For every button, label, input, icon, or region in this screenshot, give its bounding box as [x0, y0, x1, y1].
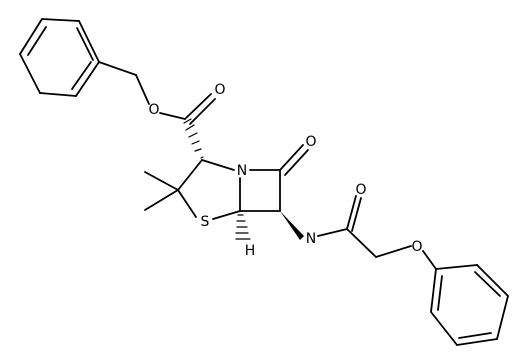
amide-nitrogen-label: N	[306, 231, 316, 247]
phenoxyacetyl-chain	[317, 195, 437, 270]
atom-labels: O O N O S H N O O	[148, 82, 422, 259]
ester-carbonyl-oxygen-label: O	[214, 82, 225, 98]
lactam-oxygen-label: O	[305, 134, 316, 150]
ester-oxygen-label: O	[148, 102, 159, 118]
bridgehead-hashed-bond	[235, 214, 251, 240]
ester-group	[98, 61, 216, 125]
ring-sulfur-label: S	[201, 214, 210, 230]
benzyl-phenyl-ring	[19, 18, 100, 97]
ring-nitrogen-label: N	[237, 163, 247, 179]
bridgehead-hydrogen-label: H	[245, 243, 256, 259]
ether-oxygen-label: O	[411, 239, 422, 255]
phenoxy-ring	[430, 264, 509, 346]
c6-bold-wedge	[280, 211, 304, 240]
c3-hashed-wedge	[183, 118, 204, 159]
penam-core	[144, 144, 309, 220]
amide-oxygen-label: O	[355, 182, 366, 198]
